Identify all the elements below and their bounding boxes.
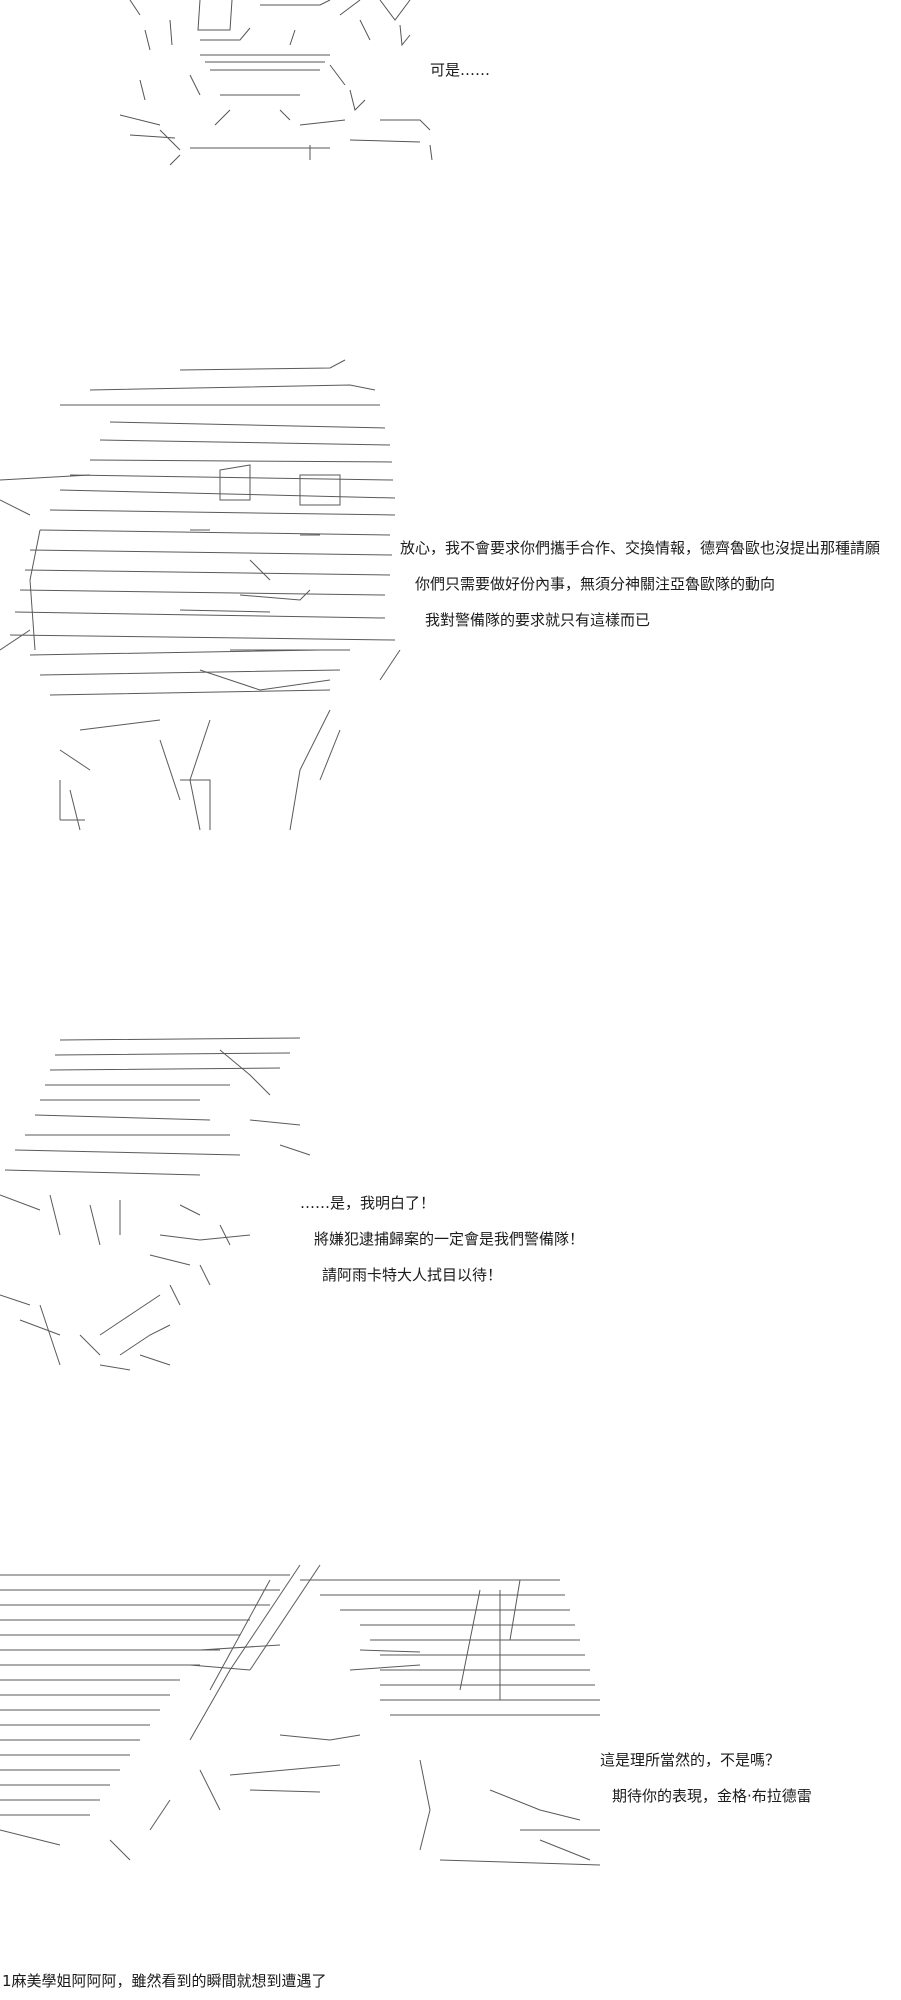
ascii-art-eyes-closeup	[0, 1560, 620, 1910]
dialogue-panel-1: 可是……	[430, 58, 490, 82]
dialogue-line: ……是，我明白了！	[300, 1194, 436, 1212]
ascii-art-face	[0, 0, 460, 170]
dialogue-line: 你們只需要做好份內事，無須分神關注亞魯歐隊的動向	[415, 575, 776, 593]
dialogue-panel-2: 放心，我不會要求你們攜手合作、交換情報，德齊魯歐也沒提出那種請願 你們只需要做好…	[400, 530, 880, 638]
dialogue-line: 請阿雨卡特大人拭目以待！	[322, 1266, 503, 1284]
panel-4: 這是理所當然的，不是嗎？ 期待你的表現，金格·布拉德雷	[0, 1560, 901, 1920]
panel-1: 可是……	[0, 0, 901, 170]
ascii-art-figure-long-hair	[0, 350, 420, 840]
dialogue-line: 這是理所當然的，不是嗎？	[600, 1751, 781, 1769]
panel-2: 放心，我不會要求你們攜手合作、交換情報，德齊魯歐也沒提出那種請願 你們只需要做好…	[0, 350, 901, 840]
footnote: 1麻美學姐阿阿阿，雖然看到的瞬間就想到遭遇了	[2, 1972, 327, 1990]
ascii-art-figure-saluting	[0, 1035, 330, 1375]
dialogue-panel-4: 這是理所當然的，不是嗎？ 期待你的表現，金格·布拉德雷	[600, 1742, 812, 1814]
dialogue-line: 我對警備隊的要求就只有這樣而已	[425, 611, 651, 629]
panel-3: ……是，我明白了！ 將嫌犯逮捕歸案的一定會是我們警備隊！ 請阿雨卡特大人拭目以待…	[0, 1035, 901, 1385]
dialogue-line: 期待你的表現，金格·布拉德雷	[612, 1787, 812, 1805]
dialogue-line: 將嫌犯逮捕歸案的一定會是我們警備隊！	[314, 1230, 585, 1248]
dialogue-panel-3: ……是，我明白了！ 將嫌犯逮捕歸案的一定會是我們警備隊！ 請阿雨卡特大人拭目以待…	[300, 1185, 584, 1293]
dialogue-line: 放心，我不會要求你們攜手合作、交換情報，德齊魯歐也沒提出那種請願	[400, 539, 881, 557]
dialogue-line: 可是……	[430, 61, 491, 79]
